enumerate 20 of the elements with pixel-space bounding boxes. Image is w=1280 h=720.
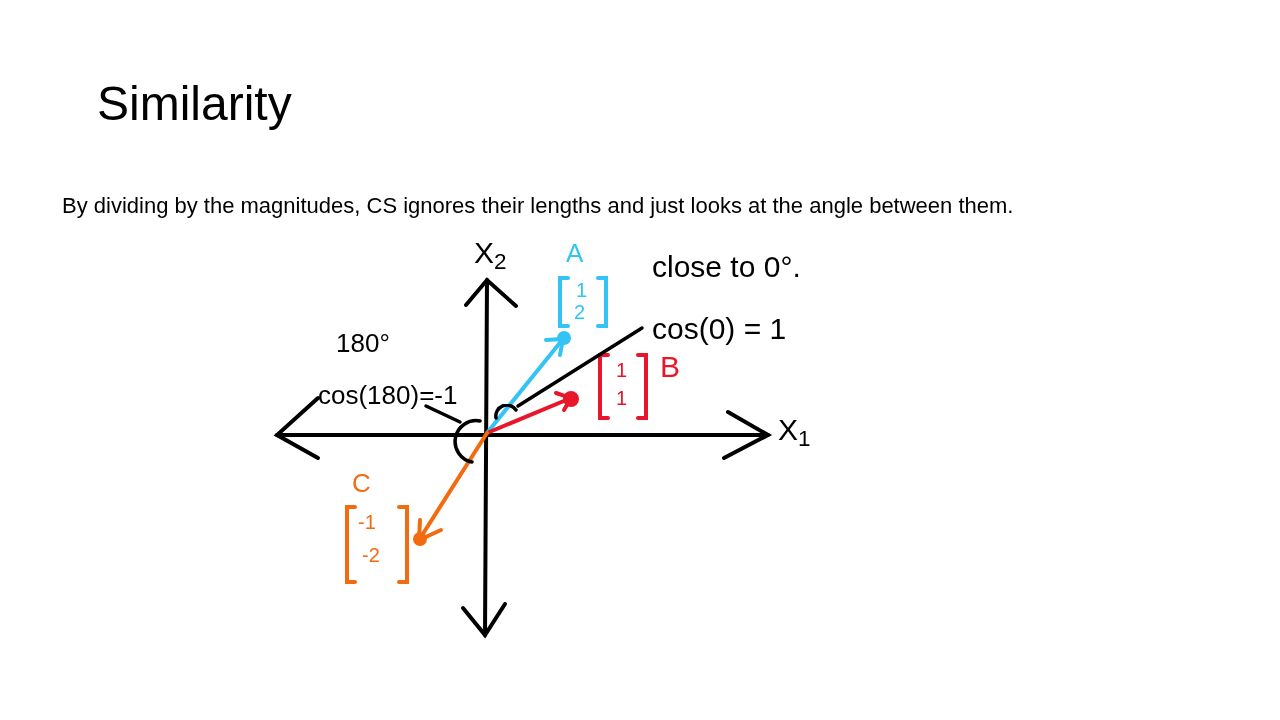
annotation-text: 180° xyxy=(336,330,390,356)
vector-entry: -1 xyxy=(358,512,376,532)
axis-label: X$_{1}$ xyxy=(778,415,811,445)
subtitle-text: By dividing by the magnitudes, CS ignores their lengths and just looks at the angle between them. xyxy=(62,195,1014,217)
angle-arc xyxy=(494,404,518,420)
vector-entry: 1 xyxy=(576,280,588,300)
vector-entry: 1 xyxy=(616,360,628,380)
annotation-text: cos(0) = 1 xyxy=(652,314,787,344)
annotation-text: cos(180)=-1 xyxy=(318,382,458,408)
annotation-text: close to 0°. xyxy=(652,252,801,282)
leader-line xyxy=(424,404,462,424)
vector-name: C xyxy=(352,470,371,496)
vector-name: B xyxy=(660,352,680,382)
vector-entry: 1 xyxy=(616,388,628,408)
vector-entry: 2 xyxy=(574,302,586,322)
vector-entry: -2 xyxy=(362,545,380,565)
axis-label: X$_{2}$ xyxy=(474,238,507,268)
vector-name: A xyxy=(566,240,584,266)
leader-line xyxy=(516,326,644,408)
title: Similarity xyxy=(97,80,292,128)
